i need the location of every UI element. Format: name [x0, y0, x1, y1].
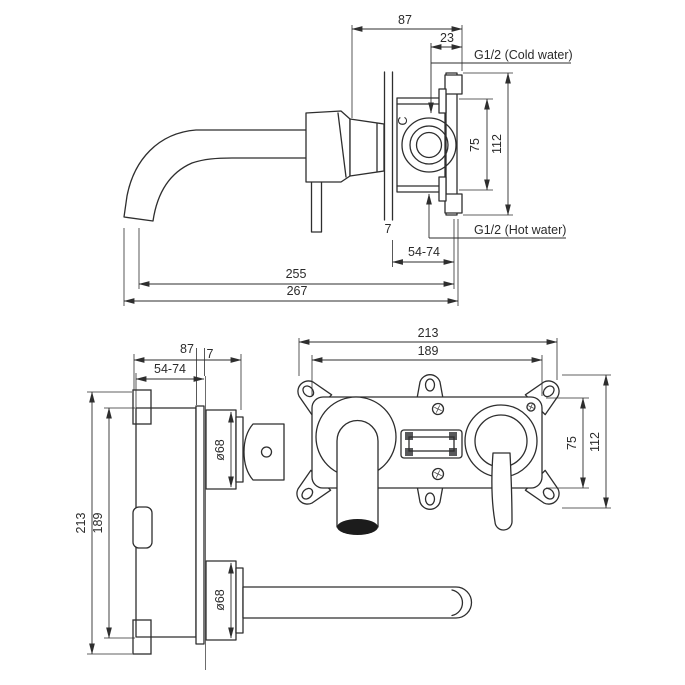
handle-button	[260, 446, 273, 458]
dim-255-label: 255	[286, 267, 307, 281]
cartridge-mark-c: C	[396, 116, 410, 125]
hot-port	[444, 193, 463, 214]
dim-112-label: 112	[490, 134, 504, 154]
spout-profile	[123, 129, 306, 222]
dim-23-label: 23	[440, 31, 454, 45]
cartridge-inner-circle	[415, 131, 443, 159]
cartridge-mid-circle	[409, 125, 449, 165]
trim-plate-side	[195, 405, 205, 645]
dim-front-189-label: 189	[418, 344, 439, 358]
hot-water-label: G1/2 (Hot water)	[474, 223, 566, 237]
dim-front-213-label: 213	[418, 326, 439, 340]
handle-collar-side	[235, 416, 244, 483]
bracket-clip-tl	[405, 432, 413, 440]
handle-hub-side	[349, 118, 385, 177]
front-view-rough-in: 213 189 75 112	[296, 326, 611, 535]
mounting-lug-top-left	[297, 380, 333, 416]
dim-rough-87-label: 87	[180, 342, 194, 356]
screw-top	[431, 402, 445, 416]
mounting-lug-bottom-left	[296, 469, 332, 505]
dim-rough-213-label: 213	[74, 513, 88, 534]
dim-7-label: 7	[385, 222, 392, 236]
rough-flange-top	[132, 389, 152, 425]
mounting-lug-top-right	[524, 380, 560, 416]
dim-rough-7-label: 7	[207, 347, 214, 361]
dim-54-74-label: 54-74	[408, 245, 440, 259]
dia-68-handle-label: ø68	[213, 439, 227, 461]
dim-267-label: 267	[287, 284, 308, 298]
handle-knob-side	[305, 110, 351, 183]
dim-front-75-label: 75	[565, 436, 579, 450]
screw-bottom	[431, 467, 445, 481]
dim-87-label: 87	[398, 13, 412, 27]
rough-body-side	[135, 407, 197, 638]
dim-75-label: 75	[468, 138, 482, 152]
spout-tube-side	[242, 586, 473, 619]
bracket-clip-bl	[405, 448, 413, 456]
side-view-rough-in: 87 7 54-74 213 189 ø68 ø68	[74, 342, 473, 670]
spout-tube-end-detail	[451, 589, 464, 617]
handle-lever-front	[491, 452, 513, 531]
rough-body-cutout	[132, 506, 153, 549]
dia-68-spout-label: ø68	[213, 589, 227, 611]
spout-outlet-opening	[337, 519, 378, 535]
bracket-clip-br	[449, 448, 457, 456]
box-tab-top	[438, 88, 447, 114]
dim-rough-54-74-label: 54-74	[154, 362, 186, 376]
bracket-clip-tr	[449, 432, 457, 440]
side-view-finished-mixer: C G1/2 (Cold water) G1/2 (Hot water) 87 …	[123, 13, 573, 306]
dim-rough-189-label: 189	[91, 513, 105, 534]
spout-tube-front	[336, 419, 379, 528]
spout-collar-side	[235, 567, 244, 634]
valve-body-side	[396, 97, 446, 193]
cartridge-outer-circle	[401, 117, 457, 173]
rough-flange-bottom	[132, 619, 152, 655]
bracket-inner	[408, 436, 455, 452]
dim-front-112-label: 112	[588, 432, 602, 452]
cold-port	[444, 74, 463, 95]
screw-small-right	[526, 402, 536, 412]
handle-lever-side	[310, 179, 323, 233]
mounting-lug-bottom-right	[524, 469, 560, 505]
handle-knob-crease	[337, 112, 347, 178]
box-tab-bottom	[438, 176, 447, 202]
handle-knob-rough-side	[243, 423, 285, 481]
cold-water-label: G1/2 (Cold water)	[474, 48, 573, 62]
rough-box-bar	[445, 72, 458, 216]
